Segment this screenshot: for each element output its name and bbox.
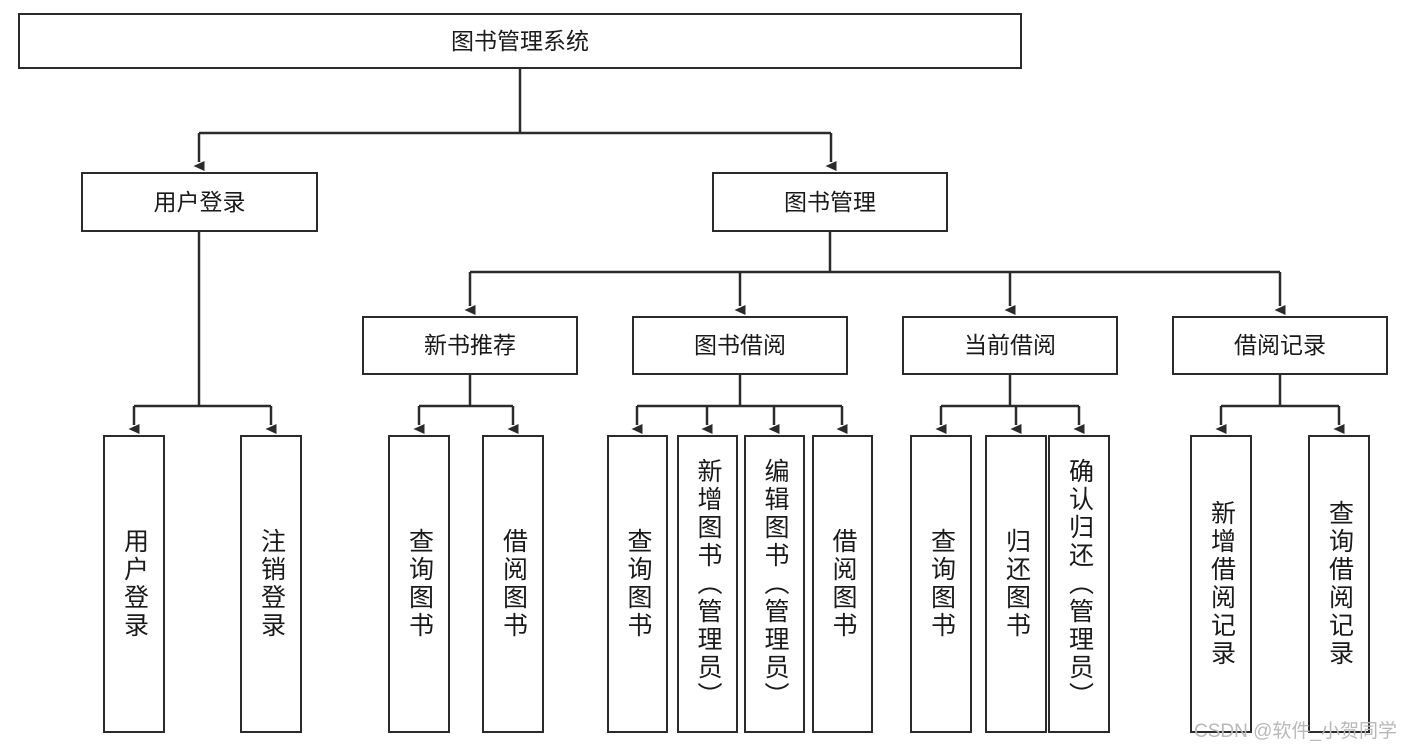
leaf-confirm-return-admin[interactable]: 确认归还（管理员）: [1048, 435, 1110, 733]
leaf-logout-label: 注销登录: [257, 528, 286, 640]
node-current-borrow[interactable]: 当前借阅: [902, 316, 1118, 375]
leaf-query-borrow-record-label: 查询借阅记录: [1325, 500, 1354, 668]
leaf-return-books[interactable]: 归还图书: [985, 435, 1047, 733]
node-book-borrow-label: 图书借阅: [694, 332, 786, 359]
leaf-logout[interactable]: 注销登录: [240, 435, 302, 733]
leaf-borrow-books-new-label: 借阅图书: [499, 528, 528, 640]
leaf-borrow-books-label: 借阅图书: [829, 528, 857, 640]
leaf-query-books-new[interactable]: 查询图书: [388, 435, 450, 733]
leaf-edit-book-admin[interactable]: 编辑图书（管理员）: [744, 435, 805, 733]
node-user-login[interactable]: 用户登录: [81, 172, 318, 232]
leaf-query-books-current-label: 查询图书: [927, 528, 956, 640]
node-root-label: 图书管理系统: [451, 27, 589, 54]
leaf-borrow-books-new[interactable]: 借阅图书: [482, 435, 544, 733]
leaf-edit-book-admin-label: 编辑图书（管理员）: [761, 458, 789, 710]
leaf-borrow-books[interactable]: 借阅图书: [812, 435, 873, 733]
node-new-book-recommend[interactable]: 新书推荐: [362, 316, 578, 375]
node-current-borrow-label: 当前借阅: [964, 332, 1056, 359]
leaf-user-login[interactable]: 用户登录: [103, 435, 165, 733]
leaf-return-books-label: 归还图书: [1002, 528, 1031, 640]
node-book-borrow[interactable]: 图书借阅: [632, 316, 848, 375]
leaf-query-books-new-label: 查询图书: [405, 528, 434, 640]
node-root[interactable]: 图书管理系统: [18, 13, 1022, 69]
leaf-confirm-return-admin-label: 确认归还（管理员）: [1065, 458, 1094, 710]
leaf-add-book-admin[interactable]: 新增图书（管理员）: [677, 435, 738, 733]
leaf-add-book-admin-label: 新增图书（管理员）: [694, 458, 722, 710]
leaf-query-books-borrow-label: 查询图书: [624, 528, 652, 640]
leaf-query-books-borrow[interactable]: 查询图书: [607, 435, 668, 733]
node-book-management-label: 图书管理: [784, 188, 876, 215]
leaf-query-borrow-record[interactable]: 查询借阅记录: [1308, 435, 1370, 733]
node-borrow-records-label: 借阅记录: [1234, 332, 1326, 359]
node-new-book-recommend-label: 新书推荐: [424, 332, 516, 359]
leaf-query-books-current[interactable]: 查询图书: [910, 435, 972, 733]
leaf-user-login-label: 用户登录: [120, 528, 149, 640]
node-book-management[interactable]: 图书管理: [712, 172, 948, 232]
leaf-add-borrow-record-label: 新增借阅记录: [1207, 500, 1236, 668]
node-borrow-records[interactable]: 借阅记录: [1172, 316, 1388, 375]
node-user-login-label: 用户登录: [153, 188, 246, 215]
leaf-add-borrow-record[interactable]: 新增借阅记录: [1190, 435, 1252, 733]
